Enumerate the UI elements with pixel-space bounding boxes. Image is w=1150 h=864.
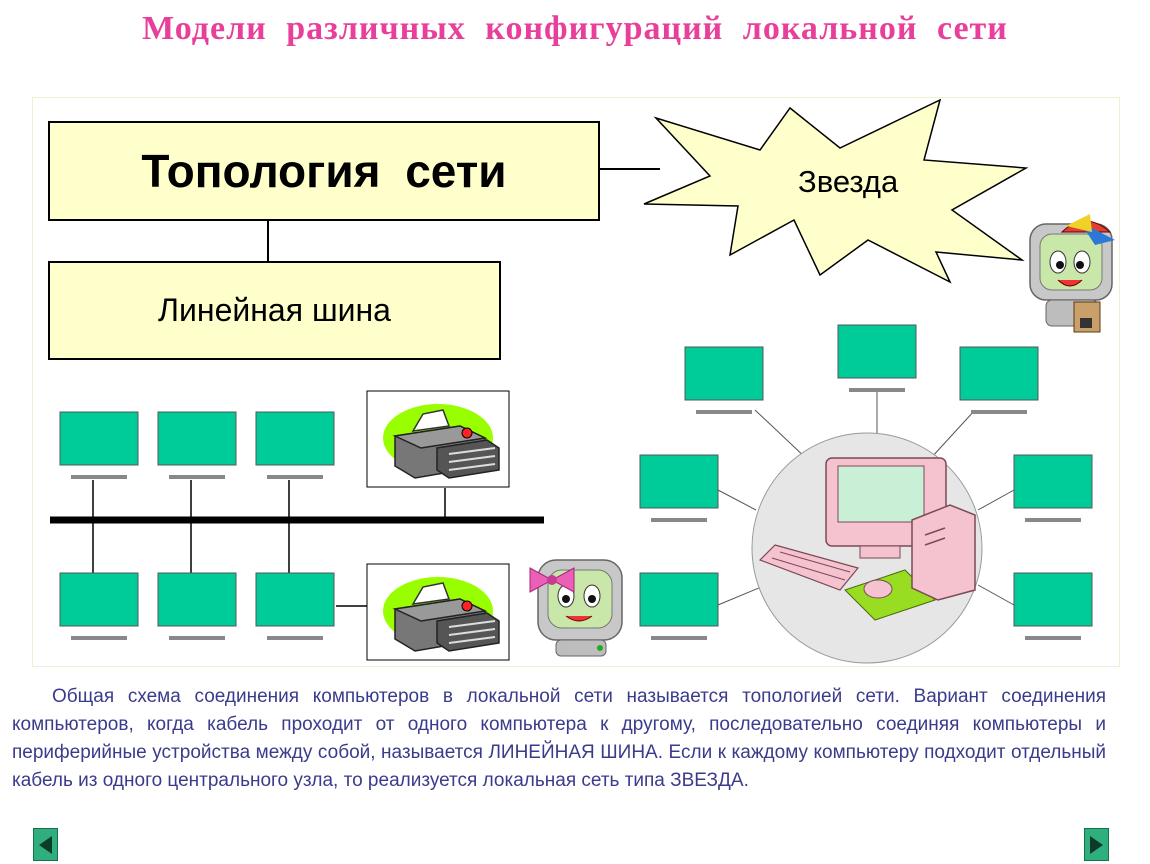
bus-monitor: [255, 572, 335, 641]
star-burst: [643, 98, 1029, 284]
bus-monitor: [59, 572, 139, 641]
star-monitor: [959, 346, 1039, 415]
description-text: Общая схема соединения компьютеров в лок…: [12, 683, 1106, 795]
star-monitor: [684, 346, 764, 415]
topology-label: Топология сети: [48, 121, 600, 221]
bus-label: Линейная шина: [48, 261, 501, 360]
page-title: Модели различных конфигураций локальной …: [142, 10, 1008, 47]
bus-monitor: [157, 572, 237, 641]
star-monitor: [639, 572, 719, 641]
bus-monitor: [157, 411, 237, 480]
bus-monitor: [59, 411, 139, 480]
computer-mascot-icon: [1029, 214, 1115, 333]
star-monitor: [1013, 454, 1093, 523]
next-button[interactable]: [1084, 828, 1109, 861]
star-monitor: [1013, 572, 1093, 641]
description-body: Общая схема соединения компьютеров в лок…: [12, 686, 1106, 791]
star-label: Звезда: [798, 164, 899, 199]
computer-mascot-icon: [529, 559, 623, 657]
star-monitor: [639, 454, 719, 523]
printer-icon: [366, 390, 510, 488]
printer-icon: [366, 563, 510, 661]
left-arrow-icon: [39, 835, 52, 854]
central-computer-icon: [758, 457, 976, 621]
right-arrow-icon: [1090, 835, 1103, 854]
prev-button[interactable]: [33, 828, 58, 861]
star-monitor: [837, 324, 917, 393]
bus-monitor: [255, 411, 335, 480]
